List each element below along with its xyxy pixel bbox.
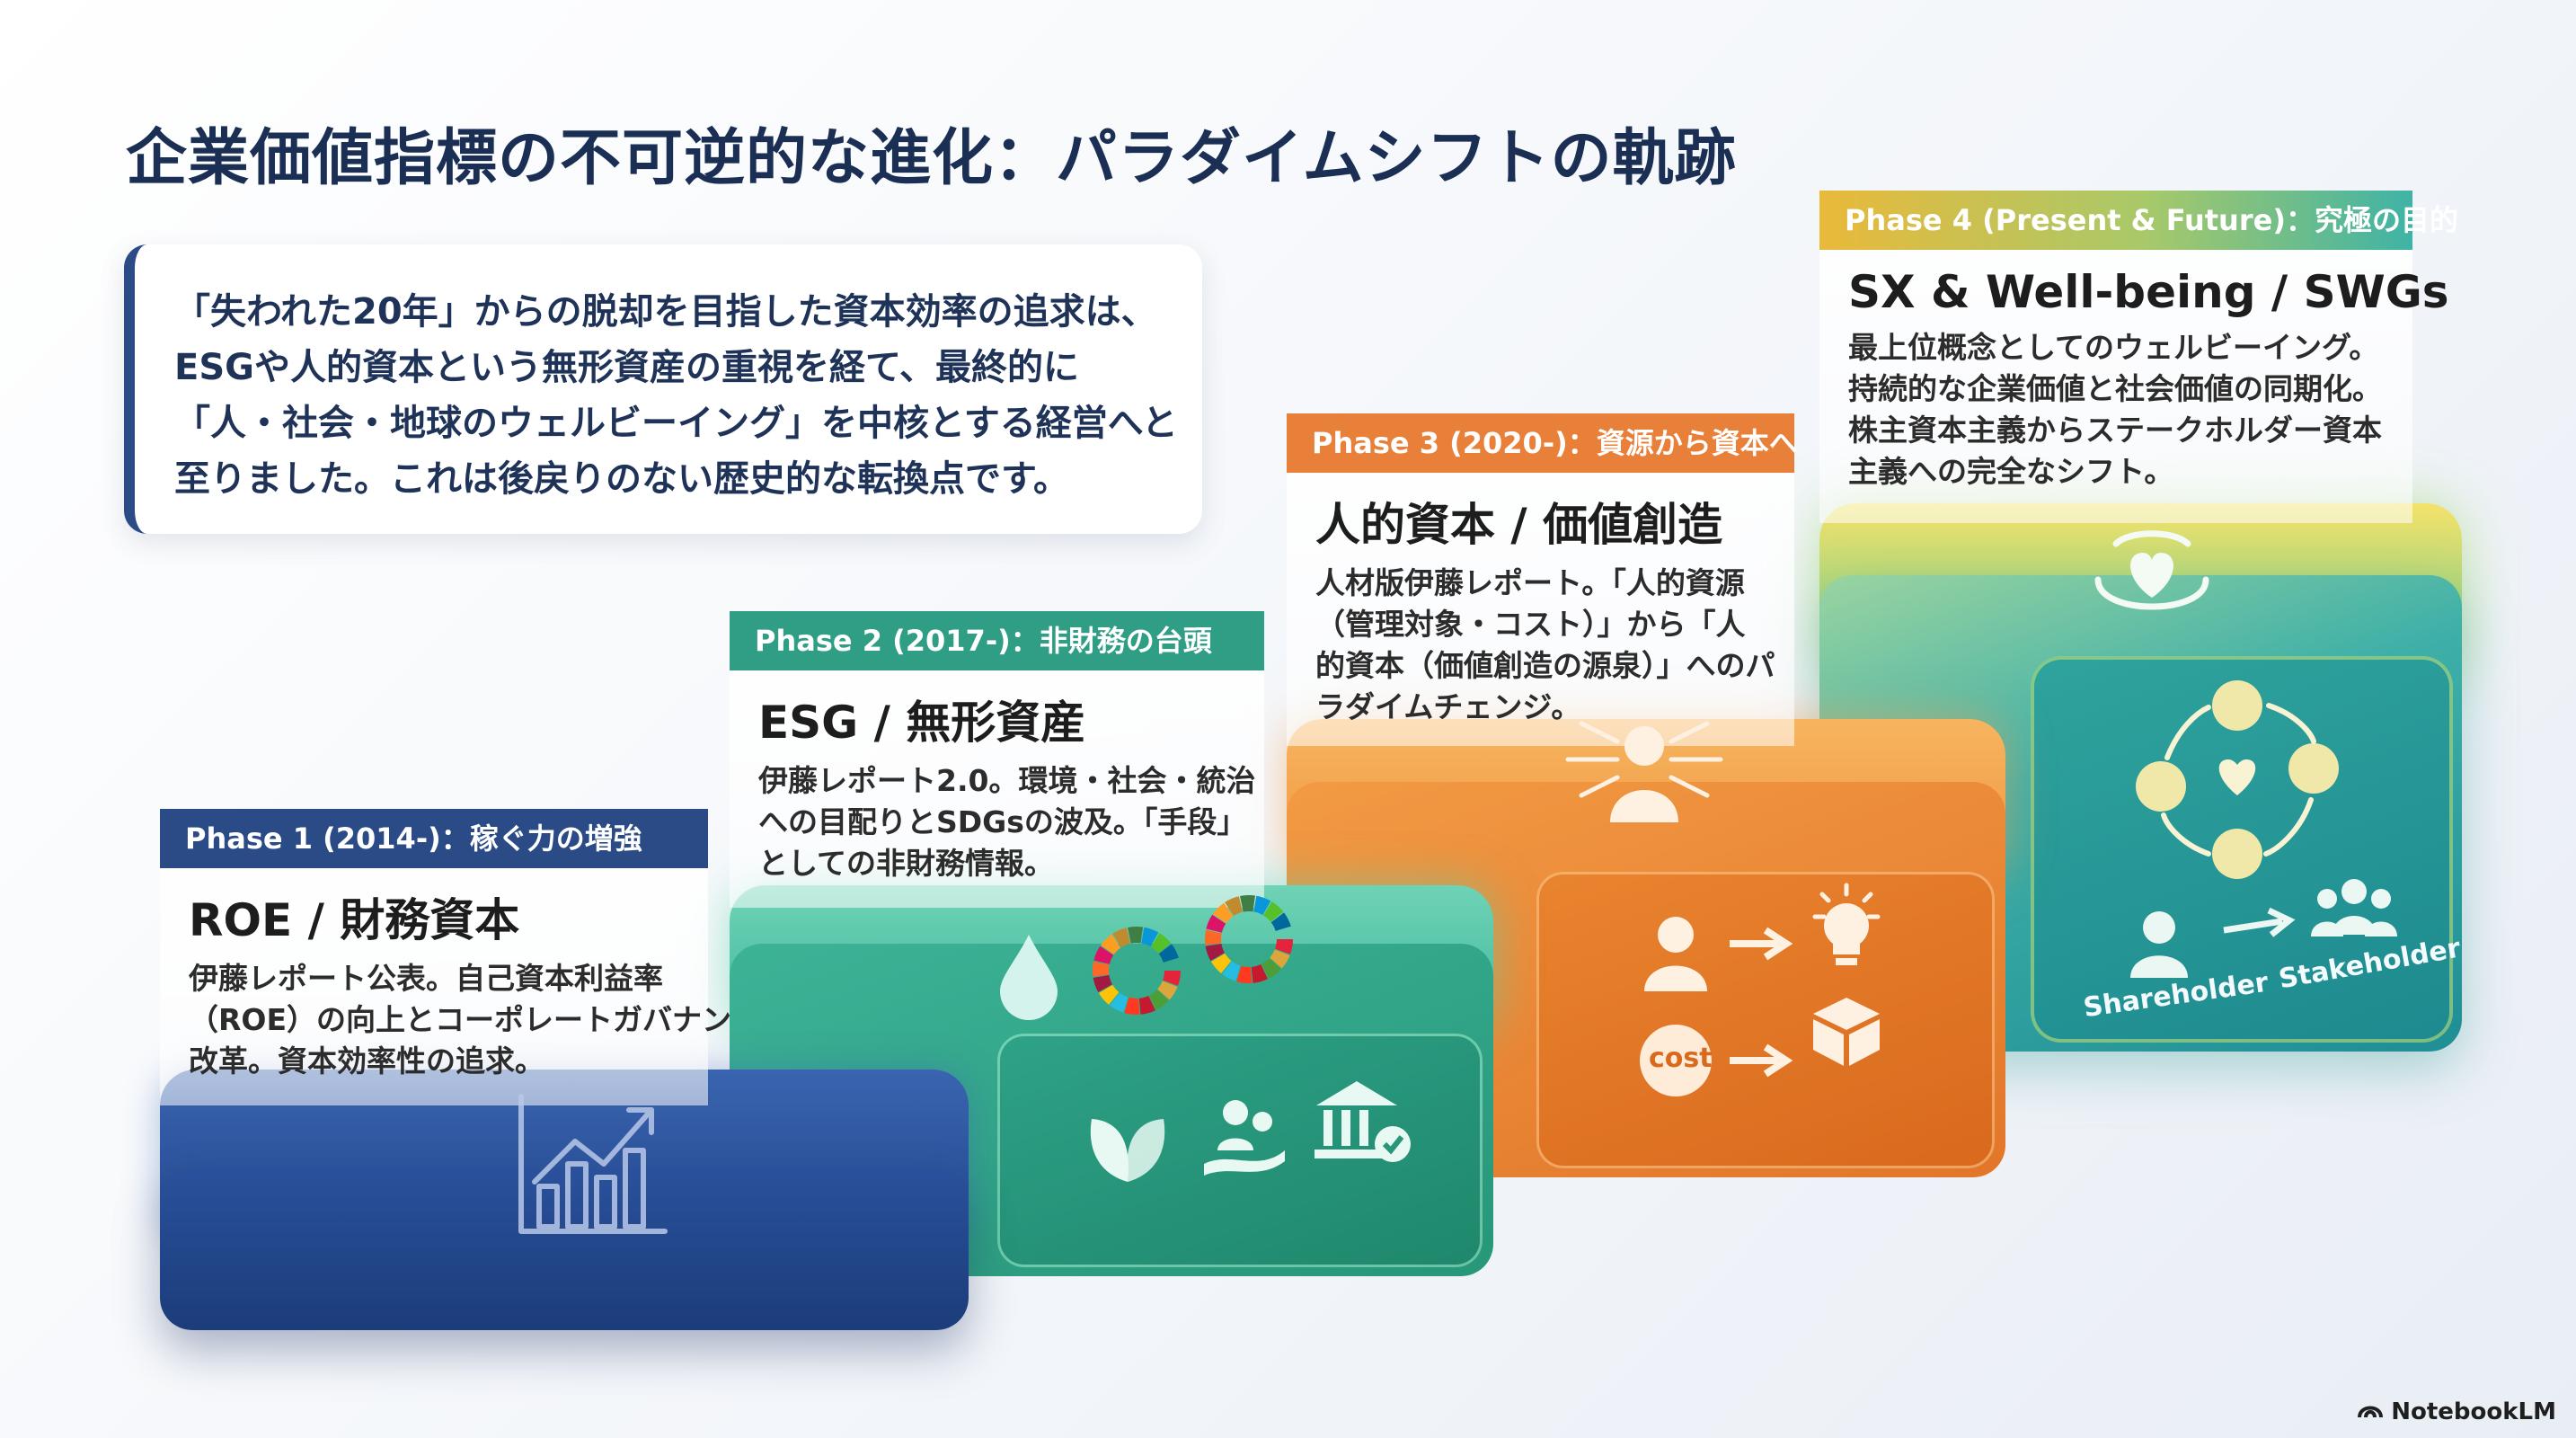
brand-name: NotebookLM [2391, 1398, 2556, 1425]
stakeholders-group-icon [2309, 872, 2399, 944]
arrow-right-icon [1725, 1043, 1797, 1078]
growth-chart-icon [503, 1078, 674, 1249]
phase-4-card: Phase 4 (Present & Future)：究極の目的 SX & We… [1819, 191, 2458, 523]
phase-1-desc-line: 改革。資本効率性の追求。 [189, 1043, 544, 1078]
governance-building-icon [1307, 1074, 1415, 1173]
lightbulb-icon [1806, 881, 1887, 980]
intro-box: 「失われた20年」からの脱却を目指した資本効率の追求は、 ESGや人的資本という… [124, 244, 1202, 534]
phase-1-desc-line: 伊藤レポート公表。自己資本利益率 [189, 961, 663, 996]
phase-2-desc-line: 伊藤レポート2.0。環境・社会・統治 [758, 763, 1256, 798]
intro-line: 「失われた20年」からの脱却を目指した資本効率の追求は、 [174, 291, 1157, 333]
phase-4-desc: 最上位概念としてのウェルビーイング。 持続的な企業価値と社会価値の同期化。 株主… [1819, 318, 2412, 493]
phase-2-title: ESG / 無形資産 [758, 697, 1086, 749]
phase-4-desc-line: 持続的な企業価値と社会価値の同期化。 [1848, 371, 2382, 406]
leader-network-icon [1554, 706, 1734, 831]
arrow-right-icon [2219, 907, 2300, 944]
phase-2-desc: 伊藤レポート2.0。環境・社会・統治 への目配りとSDGsの波及。「手段」 とし… [730, 751, 1264, 884]
intro-line: 至りました。これは後戻りのない歴史的な転換点です。 [174, 458, 1069, 500]
sdgs-wheel-icon [1199, 890, 1298, 989]
phase-4-desc-line: 最上位概念としてのウェルビーイング。 [1848, 330, 2379, 365]
shareholder-icon [2128, 908, 2191, 980]
phase-2-header: Phase 2 (2017-)：非財務の台頭 [730, 611, 1264, 670]
phase-4-desc-line: 株主資本主義からステークホルダー資本 [1848, 413, 2382, 448]
leaf-icon [1078, 1101, 1177, 1191]
water-drop-icon [993, 930, 1065, 1020]
phase-2-card: Phase 2 (2017-)：非財務の台頭 ESG / 無形資産 伊藤レポート… [730, 611, 1264, 908]
phase-4-title: SX & Well-being / SWGs [1848, 266, 2449, 318]
cost-label: cost [1649, 1043, 1713, 1074]
intro-line: ESGや人的資本という無形資産の重視を経て、最終的に [174, 347, 1079, 388]
sdgs-wheel-icon [1087, 921, 1186, 1020]
person-icon [1640, 912, 1712, 993]
arrow-right-icon [1725, 926, 1797, 962]
phase-3-desc-line: （管理対象・コスト）」から「人 [1315, 607, 1746, 642]
people-care-icon [1195, 1087, 1294, 1186]
phase-4-desc-line: 主義への完全なシフト。 [1848, 454, 2174, 489]
phase-1-card: Phase 1 (2014-)：稼ぐ力の増強 ROE / 財務資本 伊藤レポート… [160, 809, 732, 1105]
phase-3-header: Phase 3 (2020-)：資源から資本へ [1287, 413, 1798, 473]
phase-1-desc-line: （ROE）の向上とコーポレートガバナン [189, 1002, 732, 1037]
intro-line: 「人・社会・地球のウェルビーイング」を中核とする経営へと [174, 403, 1178, 444]
phase-2-desc-line: としての非財務情報。 [758, 846, 1055, 881]
phase-3-desc-line: ラダイムチェンジ。 [1315, 689, 1581, 724]
cost-badge-icon [1635, 1020, 1716, 1101]
page-title: 企業価値指標の不可逆的な進化：パラダイムシフトの軌跡 [126, 123, 1737, 194]
phase-1-desc: 伊藤レポート公表。自己資本利益率 （ROE）の向上とコーポレートガバナン 改革。… [160, 949, 732, 1082]
phase-1-header: Phase 1 (2014-)：稼ぐ力の増強 [160, 809, 708, 868]
brand-footer: NotebookLM [2357, 1398, 2556, 1425]
phase-3-title: 人的資本 / 価値創造 [1315, 499, 1723, 551]
phase-3-desc-line: 人材版伊藤レポート。「人的資源 [1315, 565, 1745, 600]
phase-1-title: ROE / 財務資本 [189, 894, 520, 946]
ecosystem-cycle-icon [2120, 670, 2354, 885]
phase-2-desc-line: への目配りとSDGsの波及。「手段」 [758, 804, 1247, 839]
phase-3-card: Phase 3 (2020-)：資源から資本へ 人的資本 / 価値創造 人材版伊… [1287, 413, 1798, 746]
phase-3-desc: 人材版伊藤レポート。「人的資源 （管理対象・コスト）」から「人 的資本（価値創造… [1287, 554, 1794, 728]
box-icon [1806, 989, 1887, 1070]
notebooklm-logo-icon [2357, 1398, 2384, 1425]
heart-hands-icon [2080, 526, 2224, 634]
phase-3-desc-line: 的資本（価値創造の源泉）」へのパ [1315, 648, 1775, 683]
phase-3-block-face [1536, 872, 1995, 1168]
phase-4-header: Phase 4 (Present & Future)：究極の目的 [1819, 191, 2458, 250]
phase-1-block-front [160, 1168, 969, 1330]
